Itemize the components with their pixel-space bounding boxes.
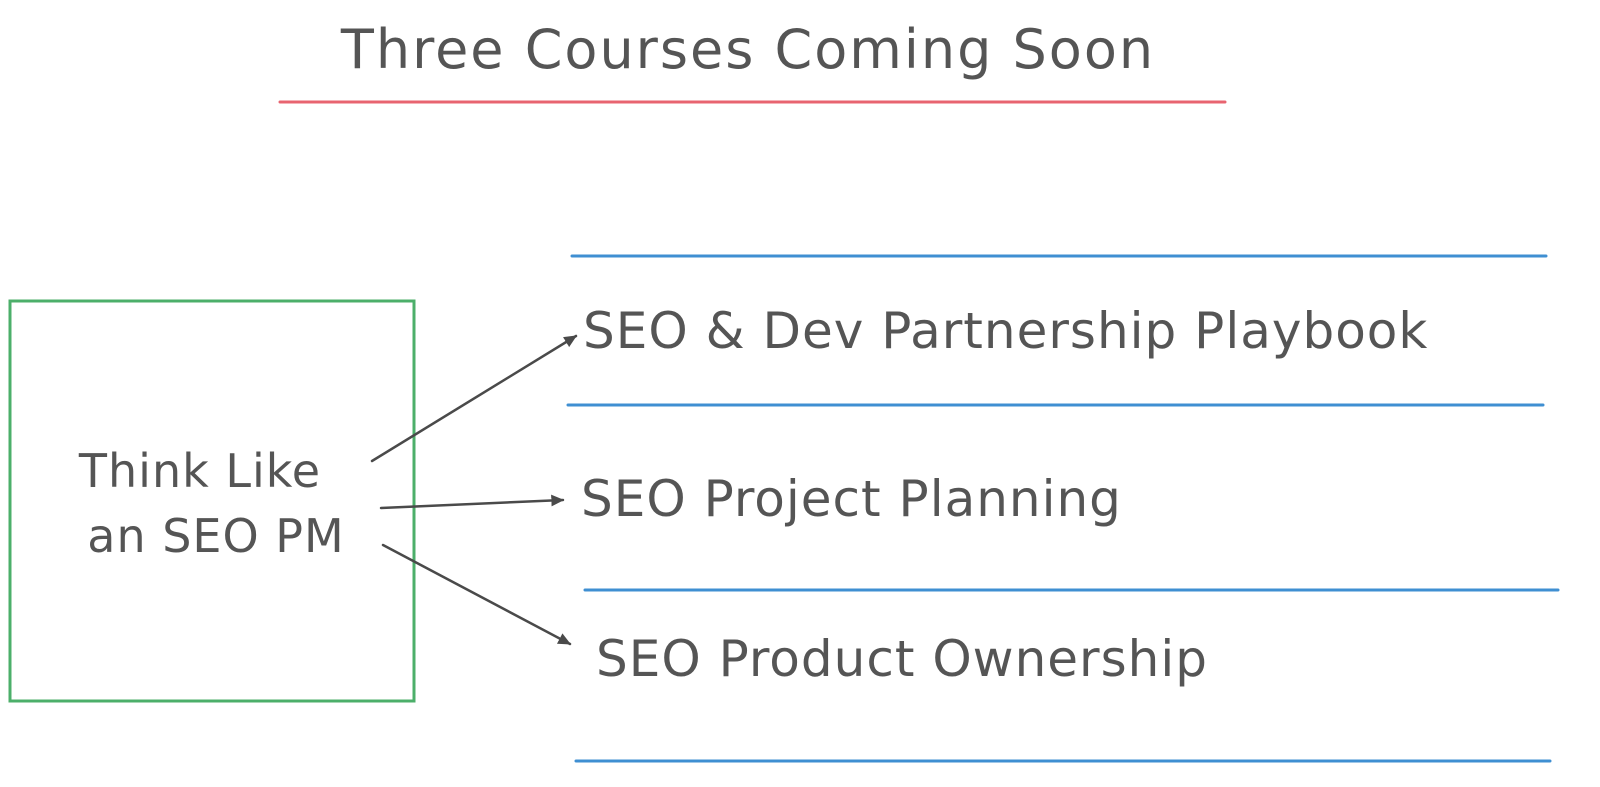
course-label-1: SEO & Dev Partnership Playbook [583, 302, 1428, 360]
arrow-to-course-1 [370, 334, 578, 463]
title: Three Courses Coming Soon [340, 18, 1155, 81]
course-label-2: SEO Project Planning [581, 470, 1122, 528]
source-label-line2: an SEO PM [87, 509, 345, 563]
arrow-to-course-2 [379, 494, 565, 510]
source-label-line1: Think Like [78, 444, 321, 498]
arrow-to-course-3 [381, 543, 572, 646]
source-box [8, 299, 416, 703]
course-label-3: SEO Product Ownership [596, 630, 1208, 688]
